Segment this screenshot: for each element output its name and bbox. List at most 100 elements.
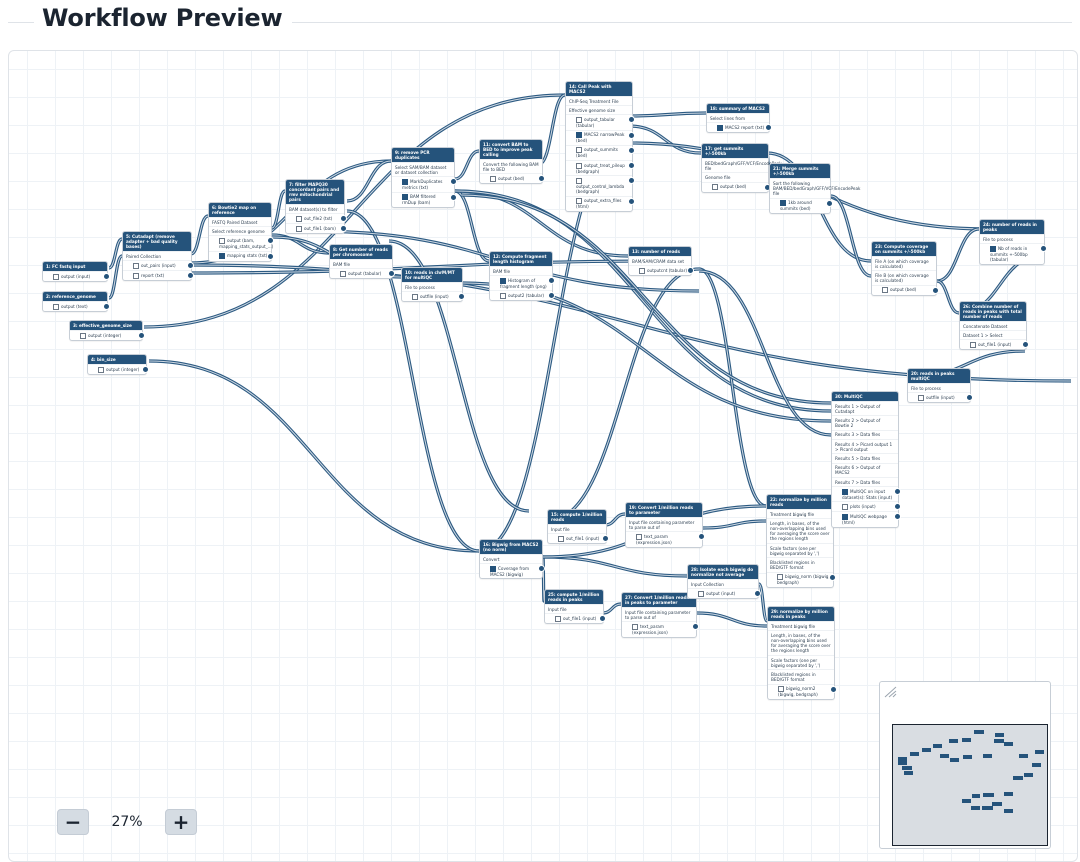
workflow-node-n7[interactable]: 7: filter MAPQ30 concordant pairs and rm… (285, 179, 347, 235)
checkbox-icon[interactable] (555, 615, 561, 622)
node-output[interactable]: Histogram of fragment length (png) (490, 275, 555, 290)
node-output[interactable]: output_control_lambda (bedgraph) (566, 175, 635, 195)
node-output[interactable]: Nb of reads in summits +-500bp (tabular) (980, 243, 1047, 263)
output-terminal-icon[interactable] (687, 267, 694, 275)
node-output[interactable]: bigwig_norm2 (bigwig, bedgraph) (768, 683, 837, 699)
workflow-node-n28[interactable]: 28: Isolate each bigwig do normalize not… (687, 564, 761, 600)
node-output[interactable]: outputcnt (tabular) (629, 265, 694, 275)
output-terminal-icon[interactable] (628, 131, 635, 139)
node-output[interactable]: out_file1 (input) (960, 339, 1029, 349)
node-output[interactable]: out_file1 (bam) (286, 223, 347, 233)
output-terminal-icon[interactable] (267, 237, 274, 245)
checkbox-icon[interactable] (970, 341, 976, 348)
node-output[interactable]: text_param (expression.json) (626, 531, 705, 546)
output-terminal-icon[interactable] (692, 623, 699, 631)
output-terminal-icon[interactable] (548, 277, 555, 285)
checkbox-icon[interactable] (133, 272, 139, 279)
node-output[interactable]: output (text) (43, 301, 110, 311)
checkbox-icon[interactable] (500, 292, 506, 299)
workflow-node-n19[interactable]: 19: Convert 1/million reads to parameter… (625, 502, 705, 548)
checkbox-icon[interactable] (133, 262, 139, 269)
output-terminal-icon[interactable] (450, 178, 457, 186)
checkbox-icon[interactable] (296, 215, 302, 222)
node-output[interactable]: out_pairs (input) (123, 260, 194, 270)
output-terminal-icon[interactable] (267, 252, 274, 260)
output-terminal-icon[interactable] (1040, 245, 1047, 253)
output-terminal-icon[interactable] (458, 293, 465, 301)
resize-handle-icon[interactable] (884, 686, 898, 698)
node-output[interactable]: output_treat_pileup (bedgraph) (566, 160, 635, 175)
checkbox-icon[interactable] (918, 394, 924, 401)
checkbox-icon[interactable] (219, 253, 225, 260)
output-terminal-icon[interactable] (894, 513, 901, 521)
output-terminal-icon[interactable] (388, 270, 395, 278)
output-terminal-icon[interactable] (340, 225, 347, 233)
node-output[interactable]: bigwig_norm (bigwig, bedgraph) (767, 571, 836, 587)
checkbox-icon[interactable] (53, 273, 59, 280)
output-terminal-icon[interactable] (628, 146, 635, 154)
checkbox-icon[interactable] (712, 184, 718, 191)
output-terminal-icon[interactable] (628, 162, 635, 170)
checkbox-icon[interactable] (412, 293, 418, 300)
output-terminal-icon[interactable] (829, 573, 836, 581)
zoom-out-button[interactable]: − (57, 809, 89, 835)
checkbox-icon[interactable] (639, 267, 645, 274)
output-terminal-icon[interactable] (599, 615, 606, 623)
output-terminal-icon[interactable] (103, 273, 110, 280)
node-output[interactable]: MultiQC webpage (html) (832, 511, 901, 526)
output-terminal-icon[interactable] (765, 124, 772, 132)
output-terminal-icon[interactable] (894, 503, 901, 511)
node-output[interactable]: Coverage from MACS2 (bigwig) (480, 563, 545, 578)
output-terminal-icon[interactable] (628, 197, 635, 205)
checkbox-icon[interactable] (558, 535, 564, 542)
node-output[interactable]: output (input) (688, 588, 761, 598)
output-terminal-icon[interactable] (187, 272, 194, 280)
node-output[interactable]: out_file1 (input) (545, 613, 606, 623)
checkbox-icon[interactable] (490, 175, 496, 182)
workflow-node-n23[interactable]: 23: Compute coverage on summits +/-500kb… (871, 241, 939, 296)
node-output[interactable]: BAM filtered rmDup (bam) (392, 191, 457, 207)
node-output[interactable]: MACS2 report (txt) (707, 122, 772, 132)
checkbox-icon[interactable] (53, 303, 59, 310)
output-terminal-icon[interactable] (187, 262, 194, 270)
node-output[interactable]: output (tabular) (330, 268, 395, 278)
node-output[interactable]: output (integer) (88, 364, 149, 374)
output-terminal-icon[interactable] (450, 193, 457, 201)
node-output[interactable]: outfile (input) (908, 392, 973, 402)
checkbox-icon[interactable] (842, 503, 848, 510)
output-terminal-icon[interactable] (932, 286, 939, 294)
zoom-in-button[interactable]: + (165, 809, 197, 835)
output-terminal-icon[interactable] (538, 175, 545, 183)
node-output[interactable]: output_tabular (tabular) (566, 114, 635, 129)
workflow-node-n11[interactable]: 11: convert BAM to BED to improve peak c… (479, 139, 545, 185)
output-terminal-icon[interactable] (830, 685, 837, 693)
checkbox-icon[interactable] (340, 270, 346, 277)
checkbox-icon[interactable] (296, 225, 302, 232)
node-output[interactable]: output (bed) (702, 181, 771, 192)
node-output[interactable]: out_file1 (input) (548, 533, 609, 543)
checkbox-icon[interactable] (717, 124, 723, 131)
output-terminal-icon[interactable] (103, 303, 110, 310)
checkbox-icon[interactable] (98, 366, 104, 373)
minimap[interactable] (879, 681, 1051, 849)
node-output[interactable]: output (input) (43, 271, 110, 281)
output-terminal-icon[interactable] (754, 590, 761, 598)
checkbox-icon[interactable] (80, 332, 86, 339)
